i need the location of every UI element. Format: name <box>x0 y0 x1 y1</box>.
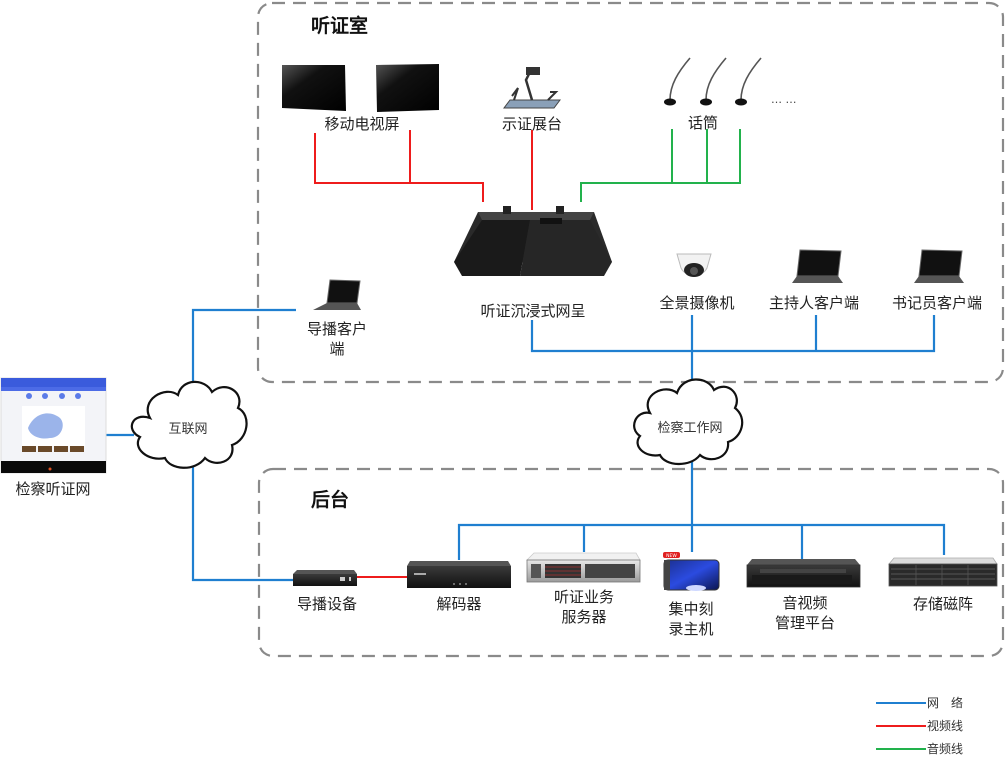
legend-item-network: 网 络 <box>876 695 963 710</box>
rack-server-icon <box>526 552 641 583</box>
video-connections <box>314 130 533 578</box>
website-screenshot-icon <box>0 377 107 474</box>
network-connections <box>106 308 946 582</box>
director-device-label: 导播设备 <box>297 595 357 613</box>
legend-item-video: 视频线 <box>876 718 963 733</box>
network-line-director-client <box>191 308 296 390</box>
av-platform: 音视频 管理平台 <box>746 559 861 632</box>
internet-cloud: 互联网 <box>130 380 248 469</box>
microphone-icon <box>664 57 762 106</box>
streaming-box-icon <box>293 570 357 586</box>
dome-camera-icon <box>676 253 712 277</box>
director-client: 导播客户 端 <box>307 279 367 358</box>
av-platform-label-line2: 管理平台 <box>775 614 835 632</box>
business-server-label-line2: 服务器 <box>561 608 606 626</box>
av-platform-label-line1: 音视频 <box>782 594 827 612</box>
audio-connections <box>580 129 741 202</box>
disc-burner-label-line2: 录主机 <box>668 620 713 638</box>
legend-label-network: 网 络 <box>927 695 963 710</box>
document-camera-label: 示证展台 <box>502 115 562 133</box>
zone-title-backstage: 后台 <box>311 488 349 511</box>
legend-label-video: 视频线 <box>927 718 963 733</box>
zone-backstage: 后台 <box>257 467 1005 658</box>
new-badge: NEW <box>663 552 680 559</box>
legend: 网 络 视频线 音频线 <box>876 695 963 756</box>
laptop-icon <box>792 249 843 283</box>
director-client-label-line1: 导播客户 <box>307 320 367 338</box>
audio-line-microphones <box>580 129 741 202</box>
zone-hearing-room: 听证室 <box>256 1 1005 384</box>
host-client: 主持人客户端 <box>769 249 859 312</box>
network-line-hearing-bus <box>530 315 936 353</box>
new-badge-text: NEW <box>666 553 677 559</box>
microphones: … … 话筒 <box>664 57 797 132</box>
business-server-label-line1: 听证业务 <box>554 588 614 606</box>
laptop-icon <box>914 249 964 283</box>
storage-array-icon <box>888 557 998 587</box>
av-platform-icon <box>746 559 861 588</box>
storage-array: 存储磁阵 <box>888 557 998 613</box>
network-line-director-device <box>191 462 293 582</box>
decoder: 解码器 <box>407 561 511 613</box>
immersive-terminal: 听证沉浸式网呈 <box>454 206 612 320</box>
tv-monitor-icon <box>282 64 439 112</box>
procuratorate-network-label: 检察工作网 <box>657 421 722 436</box>
legend-label-audio: 音频线 <box>927 741 963 756</box>
tv-screens-label: 移动电视屏 <box>324 115 399 133</box>
zone-title-hearing-room: 听证室 <box>311 14 368 37</box>
video-line-tv-screens <box>314 133 484 202</box>
document-camera-icon <box>503 67 561 109</box>
legend-item-audio: 音频线 <box>876 741 963 756</box>
decoder-label: 解码器 <box>436 595 481 613</box>
host-client-label: 主持人客户端 <box>769 294 859 312</box>
internet-label: 互联网 <box>168 422 207 437</box>
decoder-icon <box>407 561 511 588</box>
clerk-client: 书记员客户端 <box>892 249 982 312</box>
immersive-terminal-icon <box>454 206 612 276</box>
disc-burner-label-line1: 集中刻 <box>668 600 713 618</box>
business-server: 听证业务 服务器 <box>526 552 641 626</box>
storage-array-label: 存储磁阵 <box>913 595 973 613</box>
website: 检察听证网 <box>0 377 107 498</box>
director-device: 导播设备 <box>293 570 357 613</box>
network-line-backstage-bus <box>457 523 946 560</box>
document-camera: 示证展台 <box>502 67 562 133</box>
disc-burner-icon <box>663 559 720 591</box>
tv-screens: 移动电视屏 <box>282 64 439 133</box>
immersive-terminal-label: 听证沉浸式网呈 <box>480 302 585 320</box>
panoramic-camera: 全景摄像机 <box>659 253 735 312</box>
director-client-label-line2: 端 <box>329 340 344 358</box>
microphones-label: 话筒 <box>688 114 718 132</box>
disc-burner: NEW 集中刻 录主机 <box>663 552 720 638</box>
microphones-more: … … <box>771 93 797 106</box>
procuratorate-network-cloud: 检察工作网 <box>633 378 744 466</box>
laptop-icon <box>313 279 361 310</box>
clerk-client-label: 书记员客户端 <box>892 294 982 312</box>
website-label: 检察听证网 <box>15 480 90 498</box>
panoramic-camera-label: 全景摄像机 <box>659 294 734 312</box>
